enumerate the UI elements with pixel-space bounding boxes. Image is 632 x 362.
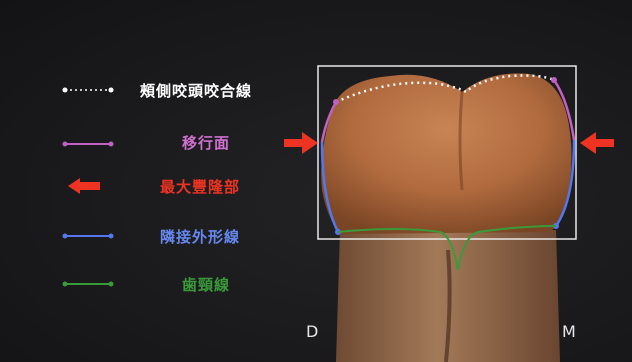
legend-label-contour: 最大豐隆部 (160, 176, 240, 197)
legend-label-transition: 移行面 (182, 132, 230, 153)
legend-label-cusp-ridge: 頰側咬頭咬合線 (140, 80, 252, 101)
legend-item-proximal (60, 224, 116, 248)
legend-item-transition (60, 132, 116, 156)
dotted-line-icon (60, 85, 116, 95)
transition-point (333, 99, 339, 105)
contour-arrow-mesial (580, 132, 614, 154)
transition-point (551, 77, 557, 83)
legend-item-cusp-ridge (60, 78, 116, 102)
tooth-crown (321, 73, 571, 234)
distal-label: D (306, 322, 318, 341)
legend-item-cervical (60, 272, 116, 296)
legend-label-proximal: 隣接外形線 (160, 226, 240, 247)
mesial-label: M (562, 322, 576, 341)
legend-label-cervical: 歯頸線 (182, 274, 230, 295)
legend: 頰側咬頭咬合線 移行面 最大豐隆部 隣接外形線 歯頸線 (0, 0, 300, 362)
line-icon (60, 279, 116, 289)
line-icon (60, 139, 116, 149)
arrow-icon (60, 176, 116, 196)
line-icon (60, 231, 116, 241)
legend-item-contour (60, 174, 116, 198)
